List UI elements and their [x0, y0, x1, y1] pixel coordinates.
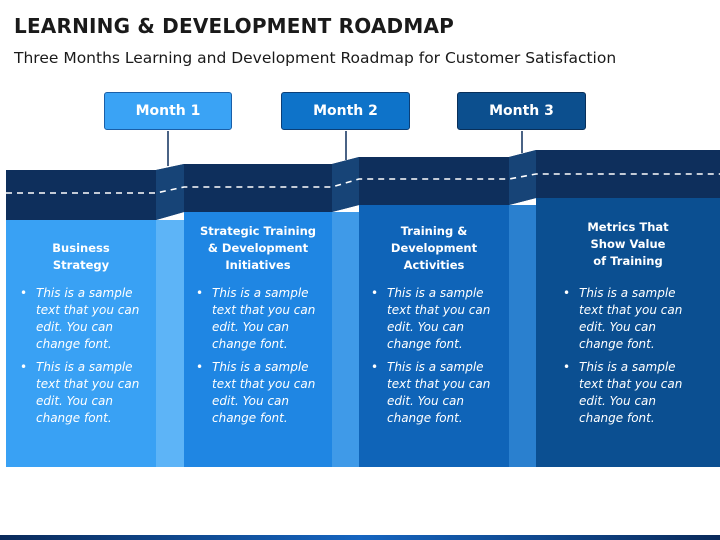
column-body-1 — [6, 220, 156, 467]
list-item: •This is a sample text that you can edit… — [196, 360, 316, 425]
bullet-dot: • — [20, 360, 28, 374]
month-tab-3: Month 3 — [457, 92, 586, 130]
month-tab-2: Month 2 — [281, 92, 410, 130]
column-title: Business Strategy — [52, 241, 110, 272]
bullet-dot: • — [20, 286, 28, 300]
bullet-dot: • — [563, 286, 571, 300]
road-band-shade — [509, 150, 536, 205]
connector-2-3 — [332, 212, 359, 467]
month-tab-1: Month 1 — [104, 92, 232, 130]
month-tab-label: Month 3 — [489, 103, 554, 119]
bullet-dot: • — [563, 360, 571, 374]
page-title: LEARNING & DEVELOPMENT ROADMAP — [14, 14, 454, 38]
column-body-3 — [359, 205, 509, 467]
bullet-list: •This is a sample text that you can edit… — [559, 285, 709, 433]
list-item: •This is a sample text that you can edit… — [563, 286, 683, 351]
bullet-list: •This is a sample text that you can edit… — [367, 285, 509, 433]
bullet-dot: • — [196, 286, 204, 300]
column-body-4 — [536, 198, 720, 467]
footer-accent-bar — [0, 535, 720, 540]
column-business-strategy: Business Strategy •This is a sample text… — [6, 240, 156, 467]
list-item: •This is a sample text that you can edit… — [371, 360, 491, 425]
column-title: Metrics That Show Value of Training — [587, 220, 669, 268]
column-title: Strategic Training & Development Initiat… — [199, 224, 316, 272]
bullet-dot: • — [371, 286, 379, 300]
list-item: •This is a sample text that you can edit… — [371, 286, 491, 351]
bullet-dot: • — [371, 360, 379, 374]
page-subtitle: Three Months Learning and Development Ro… — [14, 49, 617, 67]
bullet-list: •This is a sample text that you can edit… — [16, 285, 156, 433]
connector-3-4 — [509, 205, 536, 467]
list-item: •This is a sample text that you can edit… — [563, 360, 683, 425]
column-strategic-training: Strategic Training & Development Initiat… — [184, 223, 332, 467]
list-item: •This is a sample text that you can edit… — [196, 286, 316, 351]
bullet-dot: • — [196, 360, 204, 374]
road-band-shade — [156, 164, 184, 220]
bullet-list: •This is a sample text that you can edit… — [192, 285, 332, 433]
road-centerline — [6, 173, 720, 194]
road-band-shade — [332, 157, 359, 212]
month-tab-label: Month 2 — [313, 103, 378, 119]
column-training-activities: Training & Development Activities •This … — [359, 223, 509, 467]
column-body-2 — [184, 212, 332, 467]
road-band — [6, 150, 720, 220]
column-metrics: Metrics That Show Value of Training •Thi… — [536, 219, 720, 467]
month-tab-label: Month 1 — [135, 103, 201, 119]
list-item: •This is a sample text that you can edit… — [20, 360, 140, 425]
list-item: •This is a sample text that you can edit… — [20, 286, 140, 351]
column-title: Training & Development Activities — [390, 224, 478, 272]
connector-1-2 — [156, 220, 184, 467]
